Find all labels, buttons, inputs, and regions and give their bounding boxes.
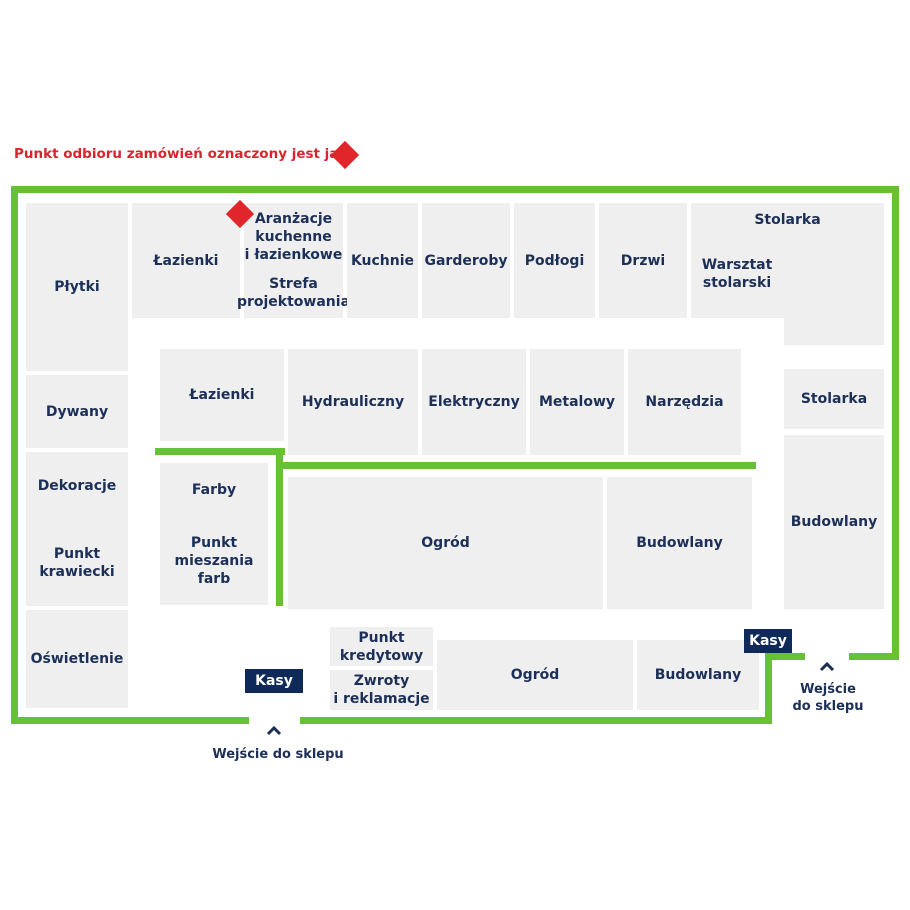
checkout-label: Kasy: [255, 673, 293, 689]
dept-label-dekoracje: Dekoracje: [37, 478, 117, 494]
dept-label: Drzwi: [620, 252, 666, 269]
dept-label-stolarka: Stolarka: [754, 212, 821, 228]
dept-label-krawiecki: Punkt krawiecki: [39, 546, 115, 580]
dept-podlogi[interactable]: Podłogi: [514, 203, 595, 318]
dept-metalowy[interactable]: Metalowy: [530, 349, 624, 455]
dept-label: Dywany: [45, 403, 109, 420]
dept-label: Ogród: [510, 667, 560, 683]
dept-label: Łazienki: [189, 387, 255, 403]
dept-label: Elektryczny: [428, 394, 520, 410]
wall-inner-vertical: [276, 448, 283, 606]
dept-drzwi[interactable]: Drzwi: [599, 203, 687, 318]
wall-inner-horizontal-right: [276, 462, 756, 469]
dept-label: Metalowy: [538, 394, 616, 410]
checkout-label: Kasy: [749, 633, 787, 649]
dept-ogrod-bottom[interactable]: Ogród: [437, 640, 633, 710]
dept-farby-mieszania[interactable]: Farby Punkt mieszania farb: [160, 463, 268, 605]
dept-hydrauliczny[interactable]: Hydrauliczny: [288, 349, 418, 455]
dept-label-farby: Farby: [191, 481, 237, 498]
dept-stolarka-right[interactable]: Stolarka: [784, 369, 884, 429]
dept-lazienki-mid[interactable]: Łazienki: [160, 349, 284, 441]
wall-left: [11, 186, 18, 724]
dept-label: Budowlany: [636, 535, 723, 551]
dept-label: Oświetlenie: [30, 651, 124, 667]
dept-aranzacje-strefa[interactable]: Aranżacje kuchenne i łazienkowe Strefa p…: [237, 203, 350, 318]
dept-garderoby[interactable]: Garderoby: [422, 203, 510, 318]
dept-label-warsztat: Warsztat stolarski: [701, 257, 773, 291]
wall-bottom-right: [300, 717, 772, 724]
checkout-right[interactable]: Kasy: [744, 629, 792, 653]
dept-label: Zwroty i reklamacje: [333, 673, 430, 707]
entrance-bottom-arrow-icon: [266, 725, 282, 736]
dept-label-aranzacje: Aranżacje kuchenne i łazienkowe: [244, 211, 343, 264]
entrance-right-label: Wejście do sklepu: [792, 682, 864, 714]
wall-bottom-left: [11, 717, 249, 724]
dept-label: Kuchnie: [350, 252, 415, 269]
wall-top: [11, 186, 899, 193]
dept-label: Narzędzia: [645, 394, 724, 410]
dept-label: Podłogi: [524, 252, 585, 269]
dept-label: Hydrauliczny: [301, 394, 405, 410]
dept-plytki[interactable]: Płytki: [26, 203, 128, 371]
dept-label: Ogród: [421, 535, 470, 551]
pickup-legend-text: Punkt odbioru zamówień oznaczony jest ja…: [14, 146, 357, 162]
wall-inner-horizontal-left: [155, 448, 285, 455]
dept-label: Budowlany: [654, 667, 742, 683]
wall-entry-post: [765, 653, 772, 724]
dept-label-mieszania: Punkt mieszania farb: [174, 534, 254, 587]
dept-dywany[interactable]: Dywany: [26, 375, 128, 448]
dept-label-strefa: Strefa projektowania: [236, 275, 351, 310]
dept-punkt-kredytowy[interactable]: Punkt kredytowy: [330, 627, 433, 666]
dept-ogrod-mid[interactable]: Ogród: [288, 477, 603, 609]
dept-label: Garderoby: [424, 252, 508, 269]
wall-right: [892, 186, 899, 660]
wall-right-bottom: [849, 653, 899, 660]
dept-kuchnie[interactable]: Kuchnie: [347, 203, 418, 318]
dept-narzedzia[interactable]: Narzędzia: [628, 349, 741, 455]
dept-zwroty[interactable]: Zwroty i reklamacje: [330, 670, 433, 710]
dept-label: Budowlany: [790, 514, 878, 530]
dept-budowlany-mid[interactable]: Budowlany: [607, 477, 752, 609]
dept-label: Płytki: [54, 279, 100, 295]
dept-budowlany-right[interactable]: Budowlany: [784, 435, 884, 609]
dept-label: Stolarka: [800, 391, 868, 407]
dept-oswietlenie[interactable]: Oświetlenie: [26, 610, 128, 708]
dept-label: Punkt kredytowy: [339, 629, 424, 664]
dept-budowlany-bottom[interactable]: Budowlany: [637, 640, 759, 710]
checkout-left[interactable]: Kasy: [245, 669, 303, 693]
dept-warsztat-stolarka[interactable]: Stolarka Warsztat stolarski: [691, 203, 884, 318]
dept-elektryczny[interactable]: Elektryczny: [422, 349, 526, 455]
wall-entry-top: [765, 653, 805, 660]
dept-stolarka-extension: [784, 318, 884, 345]
entrance-bottom-label: Wejście do sklepu: [212, 747, 344, 762]
dept-lazienki-top[interactable]: Łazienki: [132, 203, 240, 318]
dept-dekoracje-krawiecki[interactable]: Dekoracje Punkt krawiecki: [26, 452, 128, 606]
dept-label: Łazienki: [153, 252, 219, 269]
entrance-right-arrow-icon: [819, 661, 835, 672]
